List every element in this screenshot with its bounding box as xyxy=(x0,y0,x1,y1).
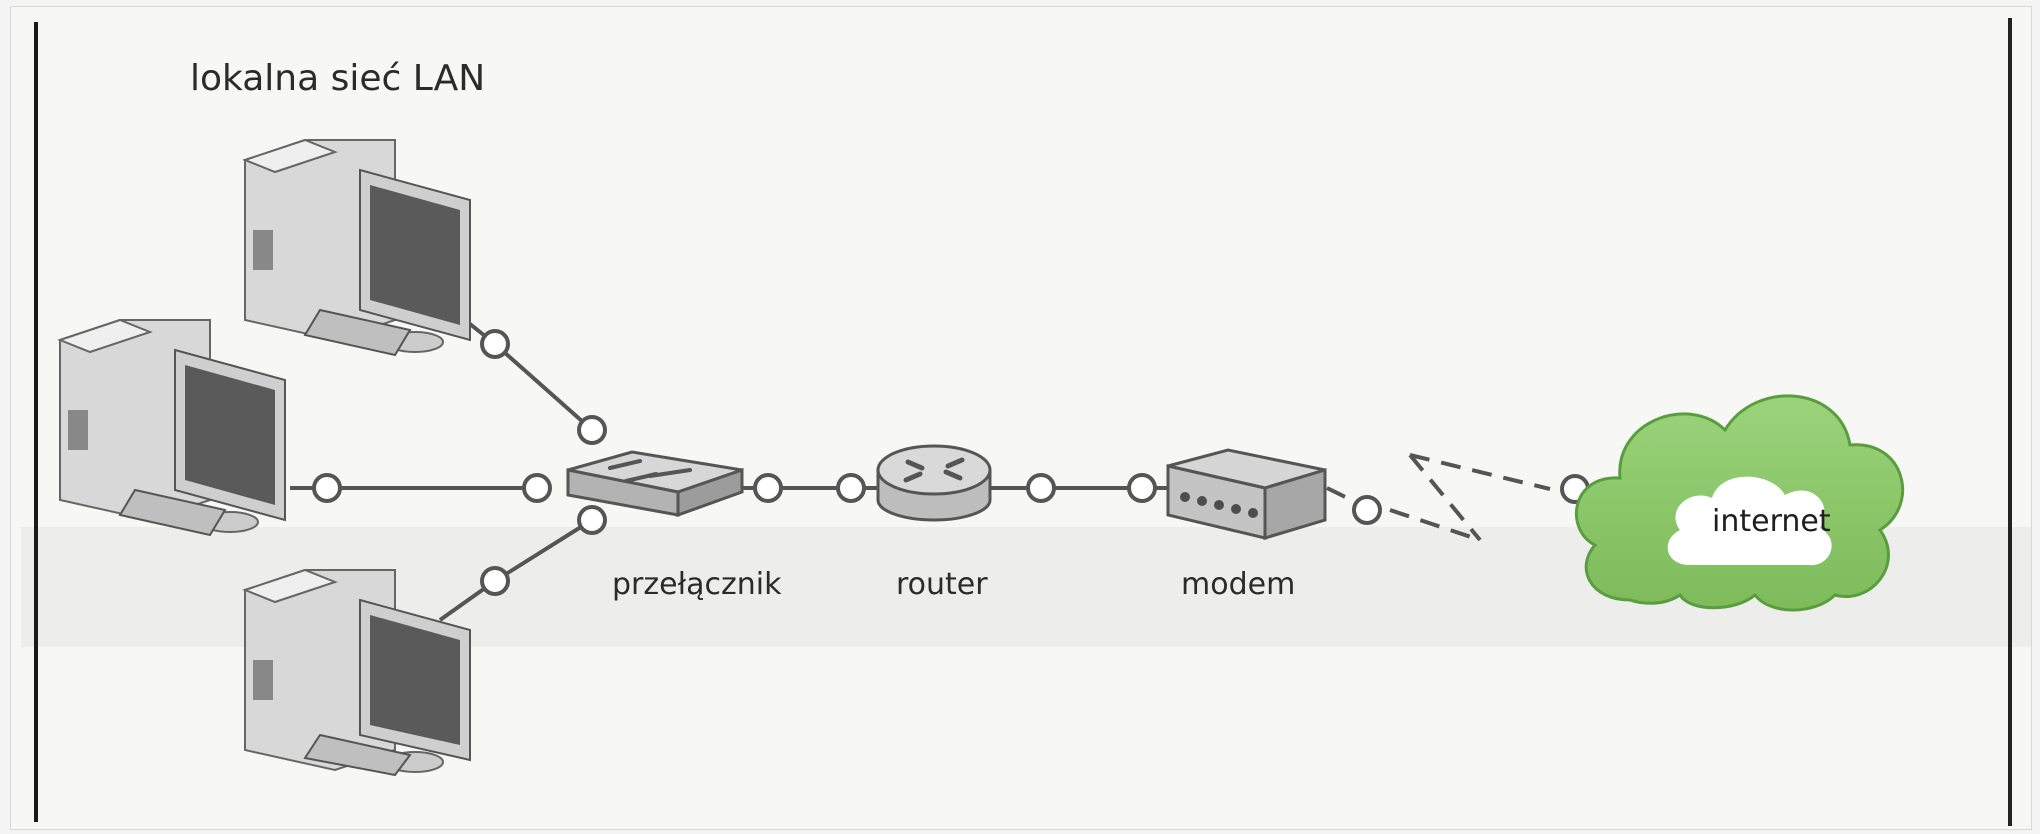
right-border-bar xyxy=(2008,18,2012,826)
connector-dot xyxy=(1352,495,1382,525)
router-icon xyxy=(876,444,992,522)
computer-icon xyxy=(57,318,286,537)
router-label: router xyxy=(896,567,988,602)
connector-dot xyxy=(522,473,552,503)
connector-dot xyxy=(753,473,783,503)
modem-icon xyxy=(1166,448,1327,541)
connector-dot xyxy=(480,329,510,359)
dashed-zigzag xyxy=(1408,453,1482,542)
connector-dot xyxy=(480,566,510,596)
switch-label: przełącznik xyxy=(612,567,782,602)
connector-dot xyxy=(1026,473,1056,503)
cloud-icon xyxy=(1574,394,1904,612)
connector-dot xyxy=(577,415,607,445)
connector-dot xyxy=(577,505,607,535)
modem-label: modem xyxy=(1181,567,1296,602)
lan-label: lokalna sieć LAN xyxy=(190,58,486,99)
internet-label: internet xyxy=(1712,504,1831,539)
line-connector-switch-1 xyxy=(493,342,594,432)
line-connector-switch-3 xyxy=(493,518,594,583)
computer-icon xyxy=(242,138,471,357)
dashed-line-upper xyxy=(1409,453,1551,491)
connector-dot xyxy=(1127,473,1157,503)
dashed-line-lower xyxy=(1389,508,1481,542)
connector-dot xyxy=(312,473,342,503)
connector-dot xyxy=(836,473,866,503)
left-border-bar xyxy=(34,22,38,822)
connector-dots xyxy=(312,329,1590,596)
switch-icon xyxy=(566,450,744,518)
computer-icon xyxy=(242,568,471,777)
